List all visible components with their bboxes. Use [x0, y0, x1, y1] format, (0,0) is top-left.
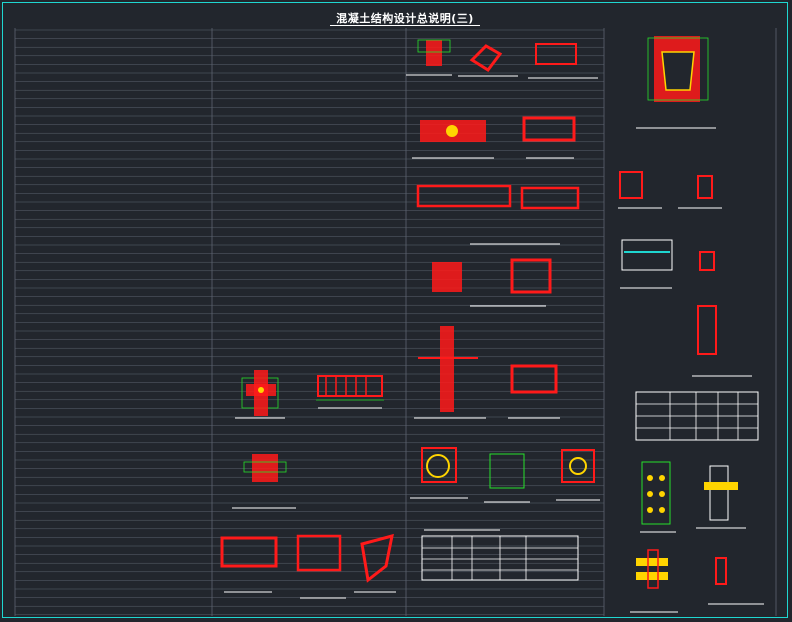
detail-column-cross-b: [232, 454, 296, 509]
detail-beam-column-joint-a: [235, 370, 285, 419]
detail-top-row-joints: [406, 39, 598, 79]
detail-column-section-large: [636, 36, 716, 129]
detail-beam-elevations-row3: [416, 184, 580, 245]
detail-beam-sections-row2: [412, 116, 576, 159]
detail-joint-sections-row4: [432, 258, 552, 307]
detail-beam-stirrups-a: [316, 375, 384, 409]
detail-slab-openings-c: [220, 533, 396, 599]
column-dividers: [14, 28, 777, 616]
detail-pipe-sleeves-row6: [410, 447, 600, 503]
schedule-table-bottom: [421, 529, 579, 581]
title-underline: [330, 25, 480, 26]
detail-column-elevation-row5: [414, 326, 560, 419]
schedule-table-right: [635, 391, 759, 441]
drawing-title: 混凝土结构设计总说明(三): [336, 12, 474, 25]
detail-small-sections-right: [618, 171, 752, 377]
notes-ruled-lines: [15, 29, 604, 616]
detail-embedded-plates: [630, 461, 764, 613]
